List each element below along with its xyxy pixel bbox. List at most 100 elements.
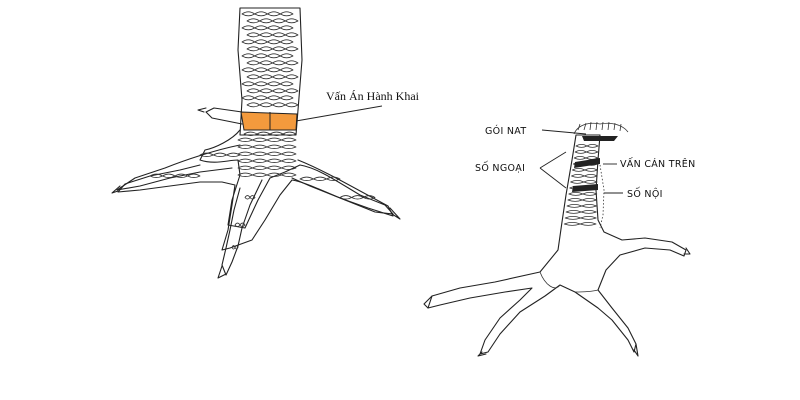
scale-plate xyxy=(281,137,297,142)
scale-plate xyxy=(312,176,328,181)
scale-plate xyxy=(252,172,268,177)
scale-plate xyxy=(282,131,297,136)
scale-plate xyxy=(575,143,588,148)
scale-plate xyxy=(279,53,294,59)
scale-plate xyxy=(241,81,256,87)
scale-plate xyxy=(267,95,281,101)
scale-plate xyxy=(252,144,268,149)
scale-plate xyxy=(254,11,268,17)
scale-plate xyxy=(266,158,282,163)
scale-plate xyxy=(570,179,585,184)
scale-plate xyxy=(259,88,273,94)
scale-plate xyxy=(281,172,297,177)
leader-so-ngoai-2 xyxy=(539,167,567,189)
scale-plate xyxy=(564,215,582,220)
scale-plate xyxy=(252,158,268,163)
scale-plate xyxy=(244,195,251,200)
scale-plate xyxy=(241,11,256,17)
scale-plate xyxy=(272,18,286,24)
scale-plate xyxy=(252,165,268,170)
scale-plate xyxy=(339,195,353,200)
scale-plate xyxy=(279,67,294,73)
scale-plate xyxy=(585,155,599,160)
scale-plate xyxy=(568,191,584,196)
scale-plate xyxy=(267,39,281,45)
scale-plate xyxy=(254,81,268,87)
scale-plate xyxy=(252,137,268,142)
scale-plate xyxy=(583,179,598,184)
scale-plate xyxy=(279,11,294,17)
scale-plate xyxy=(284,32,299,38)
scale-plate xyxy=(266,165,282,170)
scale-plate xyxy=(241,39,256,45)
foot-scales xyxy=(149,137,376,250)
scale-plate xyxy=(254,95,268,101)
leader-so-ngoai-1 xyxy=(539,151,567,169)
scale-plate xyxy=(259,74,273,80)
scale-plate xyxy=(254,53,268,59)
scale-plate xyxy=(583,173,598,178)
scale-plate xyxy=(574,149,587,154)
scale-plate xyxy=(241,53,256,59)
scale-plate xyxy=(284,102,299,108)
scale-plate xyxy=(267,25,281,31)
scale-plate xyxy=(239,222,246,227)
scale-plate xyxy=(351,195,364,200)
scale-plate xyxy=(580,209,597,214)
scale-plate xyxy=(281,144,297,149)
highlight-band xyxy=(240,111,298,131)
scale-plate xyxy=(259,60,273,66)
label-goi-nat: GÓI NAT xyxy=(485,125,526,137)
scale-plate xyxy=(362,195,376,200)
scale-plate xyxy=(254,67,268,73)
label-leader-line xyxy=(295,105,383,122)
scale-plate xyxy=(234,222,241,227)
scale-plate xyxy=(267,67,281,73)
scale-plate xyxy=(237,165,253,170)
scale-plate xyxy=(246,102,261,108)
scale-plate xyxy=(281,158,297,163)
scale-plate xyxy=(259,32,273,38)
scale-plate xyxy=(259,102,273,108)
scale-plate xyxy=(281,165,297,170)
scale-plate xyxy=(579,221,597,226)
scale-plate xyxy=(565,209,582,214)
scale-plate xyxy=(573,155,587,160)
shank-scales xyxy=(241,11,299,136)
scale-plate xyxy=(581,203,597,208)
leader-goi-nat xyxy=(541,129,587,135)
scale-plate xyxy=(272,74,286,80)
label-so-noi: SỐ NỘI xyxy=(627,187,663,200)
scale-plate xyxy=(582,191,598,196)
scale-plate xyxy=(581,197,598,202)
scale-plate xyxy=(246,18,261,24)
left-chicken-foot: Vấn Án Hành Khai xyxy=(111,7,420,279)
scale-plate xyxy=(241,67,256,73)
scale-plate xyxy=(584,167,598,172)
scale-plate xyxy=(241,95,256,101)
scale-plate xyxy=(272,88,286,94)
scale-plate xyxy=(252,151,268,156)
scale-plate xyxy=(267,81,281,87)
scale-plate xyxy=(284,74,299,80)
right-chicken-foot: GÓI NAT SỐ NGOẠI VẤN CÁN TRÊN SỐ NỘI xyxy=(423,121,696,357)
scale-plate xyxy=(272,46,286,52)
scale-plate xyxy=(279,81,294,87)
scale-plate xyxy=(284,46,299,52)
scale-plate xyxy=(246,46,261,52)
scale-plate xyxy=(249,195,256,200)
label-van-an-hanh-khai: Vấn Án Hành Khai xyxy=(326,89,420,103)
scale-plate xyxy=(580,215,597,220)
scale-plate xyxy=(241,25,256,31)
scale-plate xyxy=(212,152,228,157)
scale-plate xyxy=(237,158,253,163)
scale-plate xyxy=(237,144,253,149)
label-van-can-tren: VẤN CÁN TRÊN xyxy=(620,158,696,170)
scale-plate xyxy=(279,39,294,45)
scale-plate xyxy=(571,173,585,178)
scale-plate xyxy=(246,88,261,94)
scale-plate xyxy=(266,137,282,142)
label-so-ngoai: SỐ NGOẠI xyxy=(475,161,525,174)
scale-plate xyxy=(586,143,599,148)
